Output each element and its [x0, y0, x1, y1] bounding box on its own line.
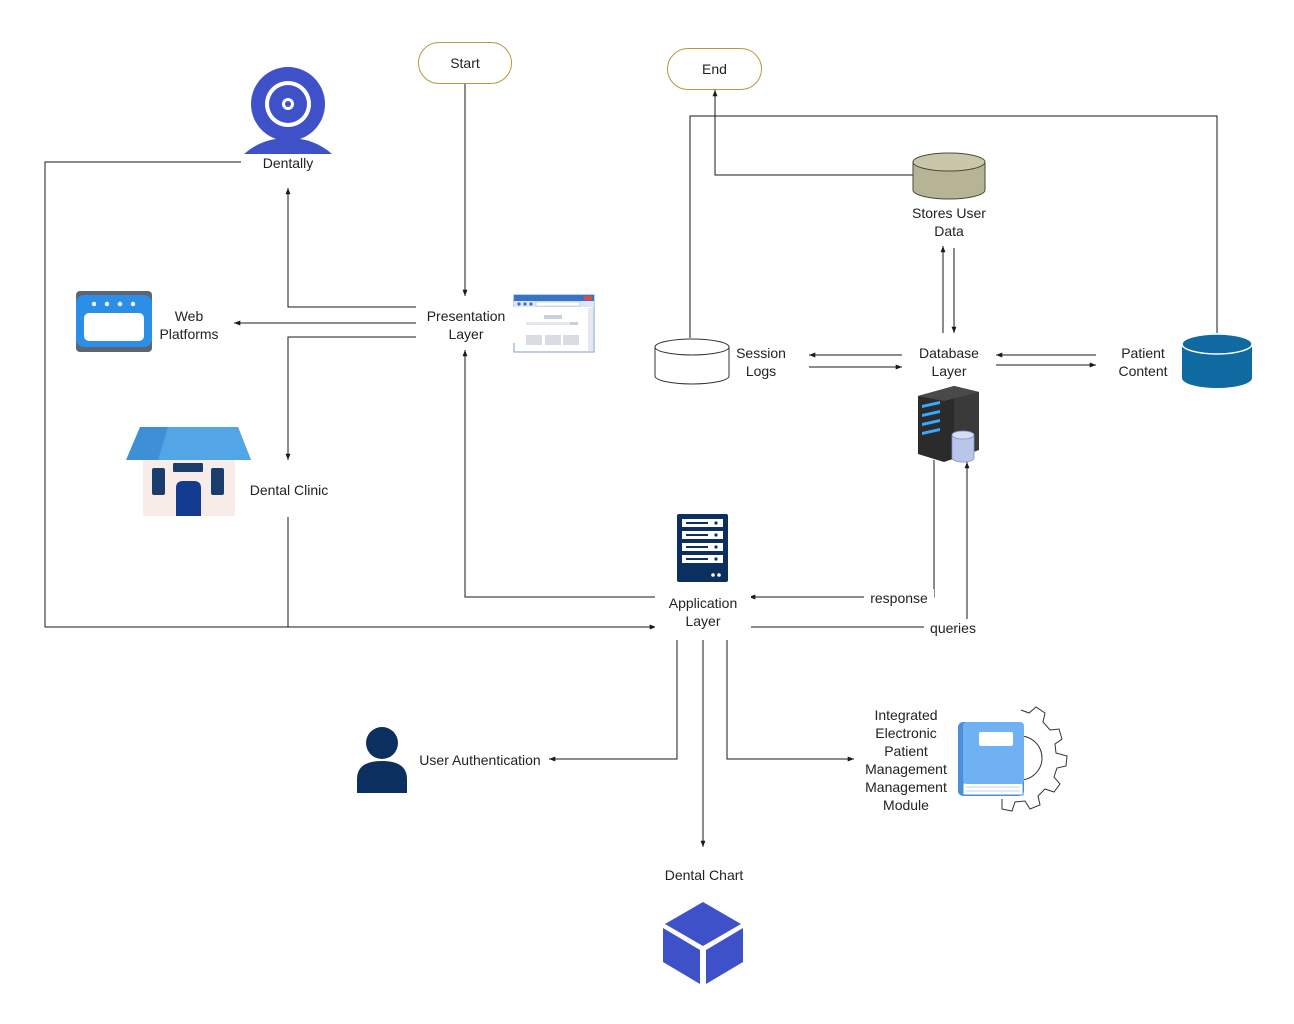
- edge-application-to-presentation: [462, 350, 656, 598]
- dental-chart-label: Dental Chart: [664, 867, 744, 883]
- cube-icon: [663, 902, 743, 984]
- queries-edge-label: queries: [924, 619, 982, 637]
- house-icon: [126, 427, 251, 516]
- edge-presentation-to-dentally: [285, 188, 416, 308]
- database-cylinder-icon: [654, 338, 730, 385]
- edge-stores-to-end: [712, 90, 913, 176]
- edge-dentally-to-application: [44, 161, 656, 630]
- start-terminal[interactable]: Start: [418, 42, 512, 84]
- manual-gear-icon: [958, 706, 1068, 812]
- webcam-icon: [244, 67, 332, 154]
- user-icon: [357, 727, 407, 793]
- end-terminal[interactable]: End: [667, 48, 762, 90]
- user-authentication-label: User Authentication: [419, 752, 541, 768]
- session-logs-label: Session Logs: [736, 345, 786, 379]
- edge-application-to-module: [726, 640, 854, 762]
- web-platforms-label: Web Platforms: [159, 308, 219, 342]
- dentally-label: Dentally: [262, 155, 314, 171]
- integrated-module-label: Integrated Electronic Patient Management…: [865, 707, 947, 813]
- edge-session-patient-loop: [689, 115, 1218, 338]
- edges: [44, 84, 1218, 847]
- patient-content-label: Patient Content: [1118, 345, 1168, 379]
- edge-application-to-user-auth: [549, 640, 678, 762]
- server-rack-icon: [677, 514, 728, 582]
- web-page-icon: [513, 294, 595, 353]
- stores-user-data-label: Stores User Data: [912, 205, 986, 239]
- presentation-layer-label: Presentation Layer: [416, 307, 516, 343]
- edge-presentation-to-dental-clinic: [285, 336, 416, 460]
- database-server-icon: [918, 386, 979, 463]
- database-layer-label: Database Layer: [919, 345, 979, 379]
- database-cylinder-icon: [912, 152, 986, 200]
- database-cylinder-icon: [1181, 333, 1253, 388]
- browser-window-icon: [76, 291, 152, 352]
- response-edge-label: response: [864, 589, 934, 607]
- edge-database-response: [749, 460, 935, 600]
- dental-clinic-label: Dental Clinic: [249, 482, 329, 498]
- application-layer-label: Application Layer: [655, 594, 751, 630]
